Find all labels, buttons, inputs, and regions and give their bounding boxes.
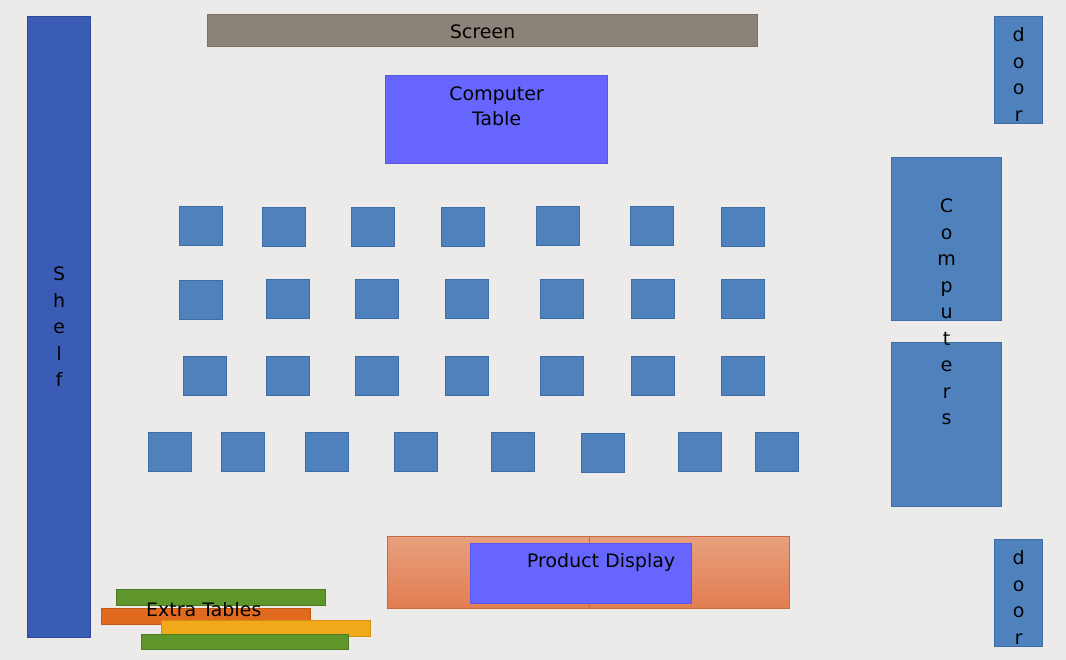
student-desk <box>266 279 310 319</box>
student-desk <box>536 206 580 246</box>
shelf: S h e l f <box>27 16 91 638</box>
student-desk <box>631 356 675 396</box>
extra-table-green-top <box>116 589 326 606</box>
student-desk <box>540 356 584 396</box>
student-desk <box>351 207 395 247</box>
student-desk <box>445 279 489 319</box>
product-display: Product Display <box>470 543 692 604</box>
student-desk <box>221 432 265 472</box>
student-desk <box>179 206 223 246</box>
student-desk <box>491 432 535 472</box>
student-desk <box>266 356 310 396</box>
student-desk <box>630 206 674 246</box>
student-desk <box>581 433 625 473</box>
student-desk <box>441 207 485 247</box>
student-desk <box>445 356 489 396</box>
student-desk <box>721 207 765 247</box>
student-desk <box>721 279 765 319</box>
screen-label: Screen <box>449 21 516 43</box>
product-display-label: Product Display <box>526 550 676 572</box>
extra-tables-label: Extra Tables <box>146 599 262 621</box>
door-bottom: d o o r <box>994 539 1043 649</box>
student-desk <box>183 356 227 396</box>
door-top-label: d o o r <box>1012 24 1025 126</box>
student-desk <box>631 279 675 319</box>
projection-screen: Screen <box>207 14 758 47</box>
student-desk <box>678 432 722 472</box>
shelf-label: S h e l f <box>52 263 66 391</box>
student-desk <box>355 279 399 319</box>
student-desk <box>394 432 438 472</box>
computers-block-lower <box>891 342 1002 507</box>
student-desk <box>540 279 584 319</box>
computers-label-wrapper: C o m p u t e r s <box>891 193 1002 432</box>
computer-table-label: Computer Table <box>449 83 544 130</box>
student-desk <box>355 356 399 396</box>
computer-table: Computer Table <box>385 75 608 164</box>
student-desk <box>305 432 349 472</box>
student-desk <box>179 280 223 320</box>
student-desk <box>721 356 765 396</box>
door-bottom-label: d o o r <box>1012 547 1025 649</box>
extra-table-green-bottom <box>141 634 349 650</box>
computers-label: C o m p u t e r s <box>937 195 956 429</box>
student-desk <box>755 432 799 472</box>
student-desk <box>148 432 192 472</box>
student-desk <box>262 207 306 247</box>
door-top: d o o r <box>994 16 1043 126</box>
computers-block-upper <box>891 157 1002 321</box>
